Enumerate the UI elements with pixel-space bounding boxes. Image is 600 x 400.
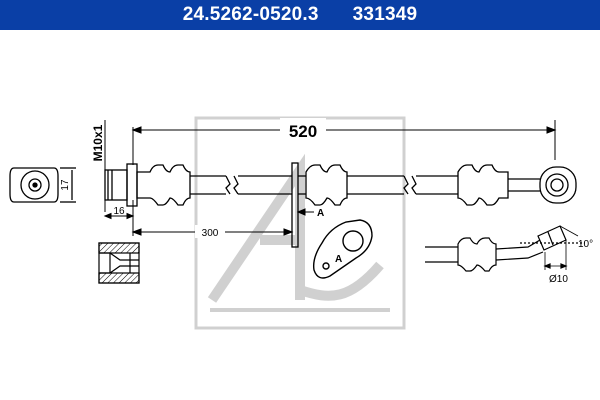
- fitting-end-view: [9, 167, 76, 203]
- diameter-label: Ø10: [549, 274, 568, 285]
- total-length-dimension: [131, 118, 557, 165]
- brake-hose: [104, 162, 577, 248]
- bracket-position-label: 300: [202, 228, 219, 239]
- fitting-length-dimension: [103, 200, 135, 236]
- thread-section-detail: [98, 242, 140, 284]
- bracket-position-dimension: [131, 225, 294, 238]
- bracket-detail: [312, 219, 373, 279]
- ate-watermark-logo: [194, 116, 406, 330]
- fitting-length-label: 16: [113, 206, 125, 217]
- banjo-angle-detail: [425, 225, 585, 272]
- section-marker-label: A: [317, 208, 324, 219]
- bracket-detail-label: A: [335, 254, 342, 265]
- technical-drawing: 520 17 M10x1: [9, 116, 593, 330]
- title-bar: 24.5262-0520.3 331349: [0, 0, 600, 30]
- section-marker: [296, 208, 314, 216]
- article-number: 331349: [352, 4, 418, 25]
- angle-label: 10°: [578, 239, 593, 250]
- part-number: 24.5262-0520.3: [182, 4, 319, 25]
- total-length-label: 520: [289, 122, 317, 141]
- thread-label: M10x1: [91, 124, 105, 161]
- fitting-height-label: 17: [60, 179, 71, 191]
